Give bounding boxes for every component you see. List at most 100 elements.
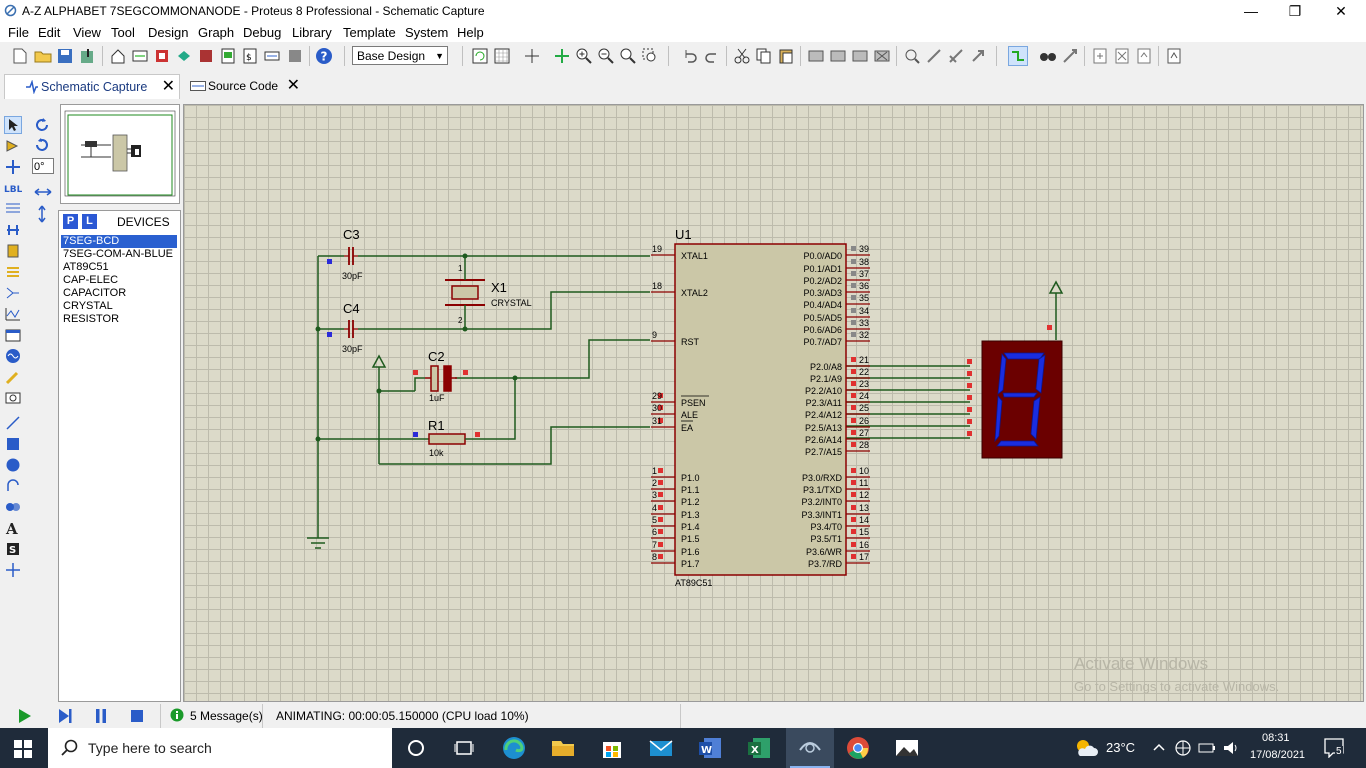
minimize-button[interactable]: —: [1244, 3, 1258, 19]
virtual-instruments-mode-icon[interactable]: [4, 389, 22, 407]
circle-mode-icon[interactable]: [4, 456, 22, 474]
schematic-canvas[interactable]: C3 30pF C4 30pF 1 2 X1 CRYSTAL: [183, 104, 1364, 702]
cortana-icon[interactable]: [402, 734, 430, 762]
origin-icon[interactable]: [522, 46, 542, 66]
design-variant-select[interactable]: Base Design▼: [352, 46, 448, 65]
messages-count[interactable]: 5 Message(s): [190, 709, 263, 723]
search-icon[interactable]: [1038, 46, 1058, 66]
help-icon[interactable]: ?: [314, 46, 334, 66]
arc-mode-icon[interactable]: [4, 477, 22, 495]
selection-mode-icon[interactable]: [4, 116, 22, 134]
edge-browser-icon[interactable]: [500, 734, 528, 762]
bill-of-materials-icon[interactable]: $: [240, 46, 260, 66]
taskbar-search-box[interactable]: Type here to search: [48, 728, 392, 768]
chrome-icon[interactable]: [844, 734, 872, 762]
excel-icon[interactable]: X: [745, 734, 773, 762]
menu-view[interactable]: View: [73, 25, 101, 40]
device-pins-mode-icon[interactable]: [4, 284, 22, 302]
at89c51-body[interactable]: [674, 243, 847, 576]
terminals-mode-icon[interactable]: [4, 263, 22, 281]
temperature[interactable]: 23°C: [1106, 740, 1136, 755]
bus-mode-icon[interactable]: [4, 221, 22, 239]
word-icon[interactable]: W: [696, 734, 724, 762]
zoom-all-icon[interactable]: [618, 46, 638, 66]
menu-system[interactable]: System: [405, 25, 449, 40]
battery-icon[interactable]: [1198, 739, 1216, 760]
device-item[interactable]: 7SEG-COM-AN-BLUE: [63, 248, 174, 260]
undo-icon[interactable]: [680, 46, 700, 66]
save-icon[interactable]: [55, 46, 75, 66]
block-delete-icon[interactable]: [872, 46, 892, 66]
grid-toggle-icon[interactable]: [492, 46, 512, 66]
capacitor-c4[interactable]: [344, 320, 358, 338]
import-icon[interactable]: [78, 46, 98, 66]
decompose-icon[interactable]: [968, 46, 988, 66]
copy-icon[interactable]: [754, 46, 774, 66]
device-item[interactable]: CAPACITOR: [63, 287, 127, 299]
new-file-icon[interactable]: [10, 46, 30, 66]
block-rotate-icon[interactable]: [850, 46, 870, 66]
close-tab-icon[interactable]: ✕: [161, 78, 175, 95]
menu-edit[interactable]: Edit: [38, 25, 61, 40]
close-tab-icon[interactable]: ✕: [286, 77, 300, 94]
block-copy-icon[interactable]: [806, 46, 826, 66]
wire-label-mode-icon[interactable]: LBL: [4, 179, 22, 197]
vsm-studio-icon[interactable]: [285, 46, 305, 66]
device-item[interactable]: CAP-ELEC: [63, 274, 119, 286]
microsoft-store-icon[interactable]: [598, 734, 626, 762]
resistor-r1[interactable]: [428, 433, 479, 445]
menu-design[interactable]: Design: [148, 25, 189, 40]
close-button[interactable]: ✕: [1335, 3, 1347, 19]
tab-schematic-capture[interactable]: Schematic Capture ✕: [4, 74, 180, 99]
box-mode-icon[interactable]: [4, 435, 22, 453]
3d-view-icon[interactable]: [174, 46, 194, 66]
volume-icon[interactable]: [1222, 739, 1240, 760]
windows-start-icon[interactable]: [14, 740, 32, 761]
block-move-icon[interactable]: [828, 46, 848, 66]
new-sheet-icon[interactable]: [1090, 46, 1110, 66]
device-item[interactable]: 7SEG-BCD: [61, 235, 177, 248]
menu-library[interactable]: Library: [292, 25, 332, 40]
open-folder-icon[interactable]: [33, 46, 53, 66]
zoom-in-icon[interactable]: [574, 46, 594, 66]
tape-recorder-mode-icon[interactable]: [4, 326, 22, 344]
library-manager-button[interactable]: L: [82, 214, 97, 229]
subcircuit-mode-icon[interactable]: [4, 242, 22, 260]
wire-autorouter-icon[interactable]: [1008, 46, 1028, 66]
menu-help[interactable]: Help: [457, 25, 484, 40]
remove-sheet-icon[interactable]: [1112, 46, 1132, 66]
stop-button[interactable]: [128, 707, 146, 728]
photos-icon[interactable]: [893, 734, 921, 762]
paste-icon[interactable]: [776, 46, 796, 66]
text-script-mode-icon[interactable]: [4, 200, 22, 218]
generator-mode-icon[interactable]: [4, 347, 22, 365]
task-view-icon[interactable]: [450, 734, 478, 762]
pan-icon[interactable]: [552, 46, 572, 66]
file-explorer-icon[interactable]: [549, 734, 577, 762]
line-mode-icon[interactable]: [4, 414, 22, 432]
overview-window[interactable]: [60, 104, 180, 204]
refresh-icon[interactable]: [470, 46, 490, 66]
junction-mode-icon[interactable]: [4, 158, 22, 176]
zoom-out-icon[interactable]: [596, 46, 616, 66]
show-hidden-icons-icon[interactable]: [1152, 740, 1166, 757]
source-code-tool-icon[interactable]: [262, 46, 282, 66]
pause-button[interactable]: [92, 707, 110, 728]
tab-source-code[interactable]: Source Code ✕: [186, 74, 304, 98]
clock-time[interactable]: 08:31: [1262, 732, 1290, 744]
pick-parts-icon[interactable]: [902, 46, 922, 66]
cut-icon[interactable]: [732, 46, 752, 66]
menu-debug[interactable]: Debug: [243, 25, 282, 40]
marker-mode-icon[interactable]: [4, 561, 22, 579]
path-mode-icon[interactable]: [4, 498, 22, 516]
mirror-vertical-icon[interactable]: [34, 205, 52, 223]
capacitor-c2[interactable]: [425, 365, 457, 392]
pcb-layout-icon[interactable]: [152, 46, 172, 66]
network-icon[interactable]: [1174, 739, 1192, 760]
capacitor-c3[interactable]: [344, 247, 358, 265]
rotate-anticlockwise-icon[interactable]: [33, 136, 53, 154]
graph-mode-icon[interactable]: [4, 305, 22, 323]
weather-icon[interactable]: [1072, 734, 1100, 762]
design-explorer-icon[interactable]: [218, 46, 238, 66]
home-icon[interactable]: [108, 46, 128, 66]
